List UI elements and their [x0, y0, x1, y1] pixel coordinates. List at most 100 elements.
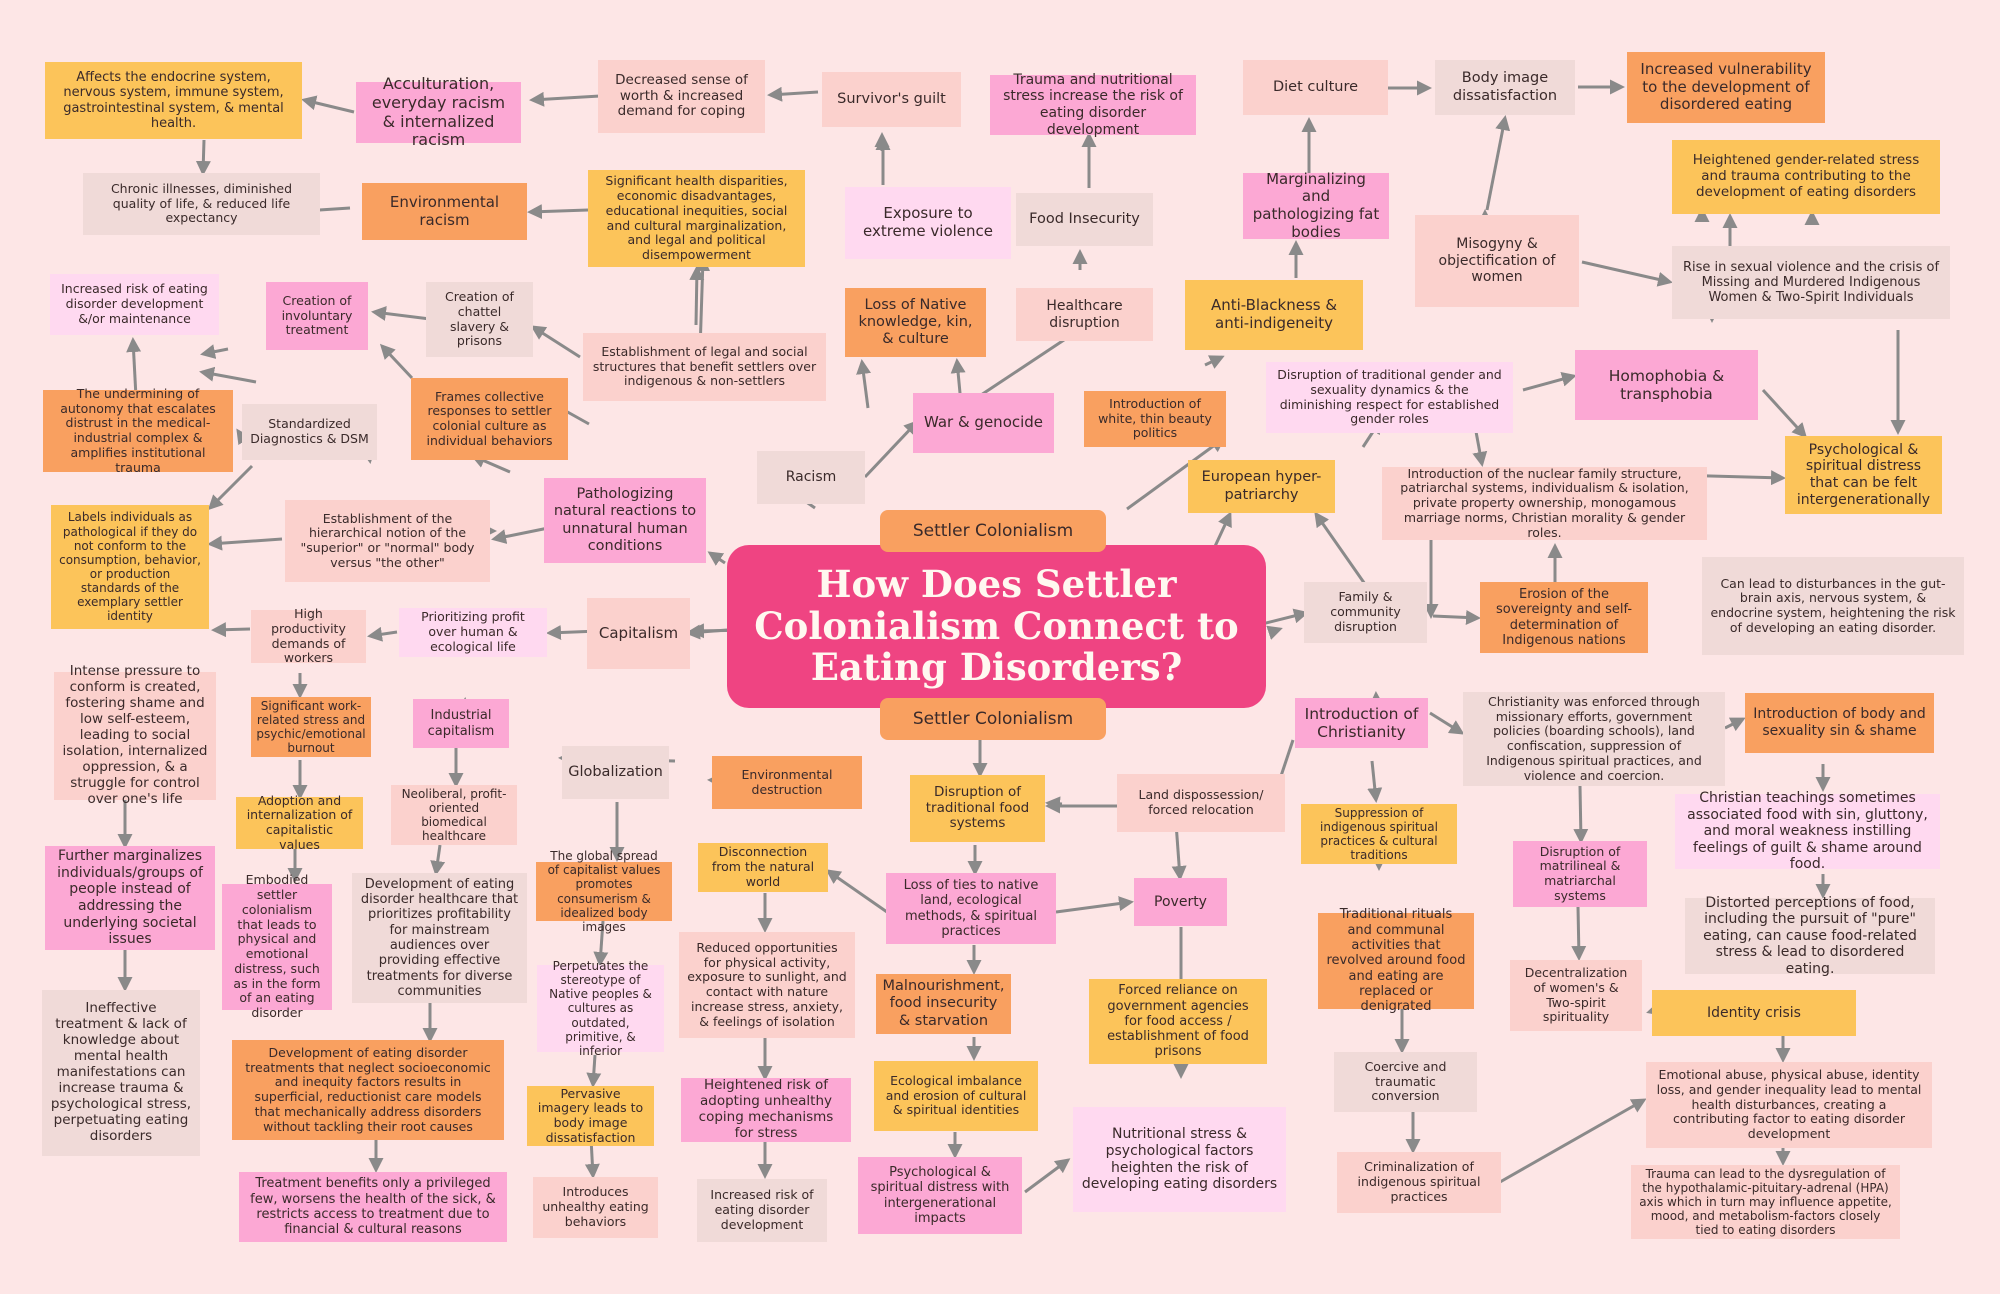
concept-text-n50: Introduction of body and sexuality sin &… — [1753, 706, 1926, 739]
concept-box-n75: Ineffective treatment & lack of knowledg… — [42, 990, 200, 1156]
concept-box-n35: Psychological & spiritual distress that … — [1785, 436, 1942, 514]
concept-box-n7: Body image dissatisfaction — [1435, 60, 1575, 115]
concept-box-n71: Malnourishment, food insecurity & starva… — [876, 974, 1011, 1034]
arrow-74 — [1571, 906, 1587, 961]
concept-box-n38: Pathologizing natural reactions to unnat… — [544, 478, 706, 563]
concept-text-n53: Disruption of traditional food systems — [925, 783, 1030, 832]
arrow-56 — [379, 343, 414, 380]
concept-text-n62: Poverty — [1154, 893, 1207, 910]
arrow-11 — [1485, 115, 1511, 211]
concept-box-n17: Increased risk of eating disorder develo… — [50, 274, 219, 335]
concept-box-n64: The global spread of capitalist values p… — [536, 849, 672, 934]
concept-box-n83: Treatment benefits only a privileged few… — [239, 1172, 507, 1242]
concept-box-n55: Suppression of indigenous spiritual prac… — [1301, 804, 1457, 864]
concept-box-n44: Capitalism — [587, 598, 690, 669]
concept-box-n46: Significant work-related stress and psyc… — [251, 697, 371, 757]
arrow-66 — [195, 139, 211, 176]
hub-label-bottom: Settler Colonialism — [880, 698, 1106, 740]
arrow-2 — [767, 86, 819, 102]
concept-text-n9: Chronic illnesses, diminished quality of… — [110, 180, 293, 226]
concept-box-n81: Heightened risk of adopting unhealthy co… — [681, 1077, 851, 1142]
concept-text-n65: Development of eating disorder healthcar… — [360, 876, 519, 999]
concept-box-n2: Acculturation, everyday racism & interna… — [356, 74, 521, 149]
concept-box-n39: Family & community disruption — [1304, 582, 1427, 643]
arrow-61 — [199, 366, 257, 384]
arrow-49 — [367, 626, 398, 642]
arrow-102 — [586, 1054, 602, 1088]
concept-box-n8: Increased vulnerability to the developme… — [1627, 52, 1825, 123]
concept-text-n55: Suppression of indigenous spiritual prac… — [1320, 805, 1438, 863]
concept-text-n59: Further marginalizes individuals/groups … — [57, 848, 203, 948]
arrow-13 — [1581, 260, 1673, 287]
concept-text-n34: Introduction of the nuclear family struc… — [1400, 465, 1689, 540]
arrow-73 — [1573, 785, 1589, 844]
arrow-42 — [863, 419, 920, 479]
arrow-67 — [1266, 625, 1283, 640]
concept-text-n25: The undermining of autonomy that escalat… — [60, 385, 216, 475]
arrow-41 — [856, 359, 871, 409]
concept-text-n6: Diet culture — [1272, 78, 1359, 95]
concept-box-n32: Racism — [757, 451, 865, 504]
arrow-59 — [689, 265, 705, 326]
concept-text-n37: Establishment of the hierarchical notion… — [300, 510, 475, 570]
concept-text-n46: Significant work-related stress and psyc… — [256, 698, 366, 756]
concept-box-n33: European hyper-patriarchy — [1188, 460, 1335, 513]
concept-text-n74: Identity crisis — [1707, 1004, 1801, 1021]
concept-box-n34: Introduction of the nuclear family struc… — [1382, 465, 1707, 540]
concept-box-n11: Significant health disparities, economic… — [588, 170, 805, 267]
arrow-30 — [1314, 511, 1369, 588]
arrow-96 — [1055, 896, 1134, 914]
concept-box-n40: Erosion of the sovereignty and self-dete… — [1480, 582, 1648, 653]
concept-text-n57: Neoliberal, profit-oriented biomedical h… — [401, 786, 507, 844]
concept-box-n18: Creation of involuntary treatment — [266, 282, 368, 350]
concept-text-n17: Increased risk of eating disorder develo… — [61, 281, 208, 326]
concept-text-n88: Trauma can lead to the dysregulation of … — [1639, 1166, 1892, 1238]
concept-text-n43: Prioritizing profit over human & ecologi… — [421, 609, 525, 654]
concept-box-n20: Establishment of legal and social struct… — [583, 333, 826, 401]
concept-box-n26: Standardized Diagnostics & DSM — [242, 404, 377, 460]
concept-text-n18: Creation of involuntary treatment — [281, 292, 353, 338]
concept-text-n10: Environmental racism — [389, 192, 500, 229]
concept-text-n60: Disconnection from the natural world — [711, 844, 815, 889]
concept-text-n16: Heightened gender-related stress and tra… — [1692, 152, 1920, 200]
concept-box-n36: Labels individuals as pathological if th… — [51, 505, 209, 629]
concept-box-n76: Development of eating disorder treatment… — [232, 1040, 504, 1140]
concept-box-n66: Embodied settler colonialism that leads … — [222, 872, 332, 1020]
concept-text-n86: Psychological & spiritual distress with … — [870, 1164, 1010, 1226]
concept-box-n63: Disruption of matrilineal & matriarchal … — [1513, 841, 1647, 907]
concept-text-n29: Introduction of white, thin beauty polit… — [1098, 395, 1212, 441]
arrow-5 — [527, 204, 589, 220]
concept-box-n52: Environmental destruction — [712, 756, 862, 809]
concept-text-n32: Racism — [785, 469, 837, 486]
concept-box-n74: Identity crisis — [1652, 990, 1856, 1036]
concept-box-n12: Exposure to extreme violence — [845, 187, 1011, 259]
concept-text-n21: Loss of Native knowledge, kin, & culture — [858, 296, 973, 348]
arrow-19 — [1522, 371, 1577, 392]
concept-box-n73: Decentralization of women's & Two-spirit… — [1510, 960, 1642, 1031]
arrow-70 — [1724, 717, 1746, 732]
concept-box-n84: Introduces unhealthy eating behaviors — [533, 1177, 658, 1238]
concept-box-n72: Forced reliance on government agencies f… — [1089, 979, 1267, 1064]
concept-box-n86: Psychological & spiritual distress with … — [858, 1157, 1022, 1234]
arrow-82 — [1367, 760, 1383, 803]
concept-box-n87: Criminalization of indigenous spiritual … — [1337, 1152, 1501, 1213]
concept-text-n36: Labels individuals as pathological if th… — [59, 510, 201, 624]
concept-text-n38: Pathologizing natural reactions to unnat… — [553, 486, 697, 554]
concept-box-n22: Healthcare disruption — [1016, 288, 1153, 341]
concept-text-n1: Affects the endocrine system, nervous sy… — [63, 69, 284, 131]
concept-text-n51: Globalization — [568, 763, 663, 780]
arrow-95 — [1024, 1158, 1071, 1194]
concept-text-n11: Significant health disparities, economic… — [605, 173, 788, 262]
concept-box-n9: Chronic illnesses, diminished quality of… — [83, 173, 320, 235]
concept-box-n57: Neoliberal, profit-oriented biomedical h… — [391, 785, 517, 845]
arrow-29 — [1432, 609, 1481, 625]
concept-box-n28: War & genocide — [913, 393, 1054, 453]
concept-box-n58: Christian teachings sometimes associated… — [1675, 790, 1940, 872]
concept-text-n70: Reduced opportunities for physical activ… — [687, 939, 847, 1029]
concept-box-n59: Further marginalizes individuals/groups … — [45, 846, 215, 950]
concept-text-n78: Coercive and traumatic conversion — [1364, 1058, 1447, 1104]
concept-text-n85: Increased risk of eating disorder develo… — [710, 1187, 814, 1232]
concept-box-n60: Disconnection from the natural world — [698, 843, 828, 892]
concept-box-n80: Pervasive imagery leads to body image di… — [527, 1086, 654, 1146]
